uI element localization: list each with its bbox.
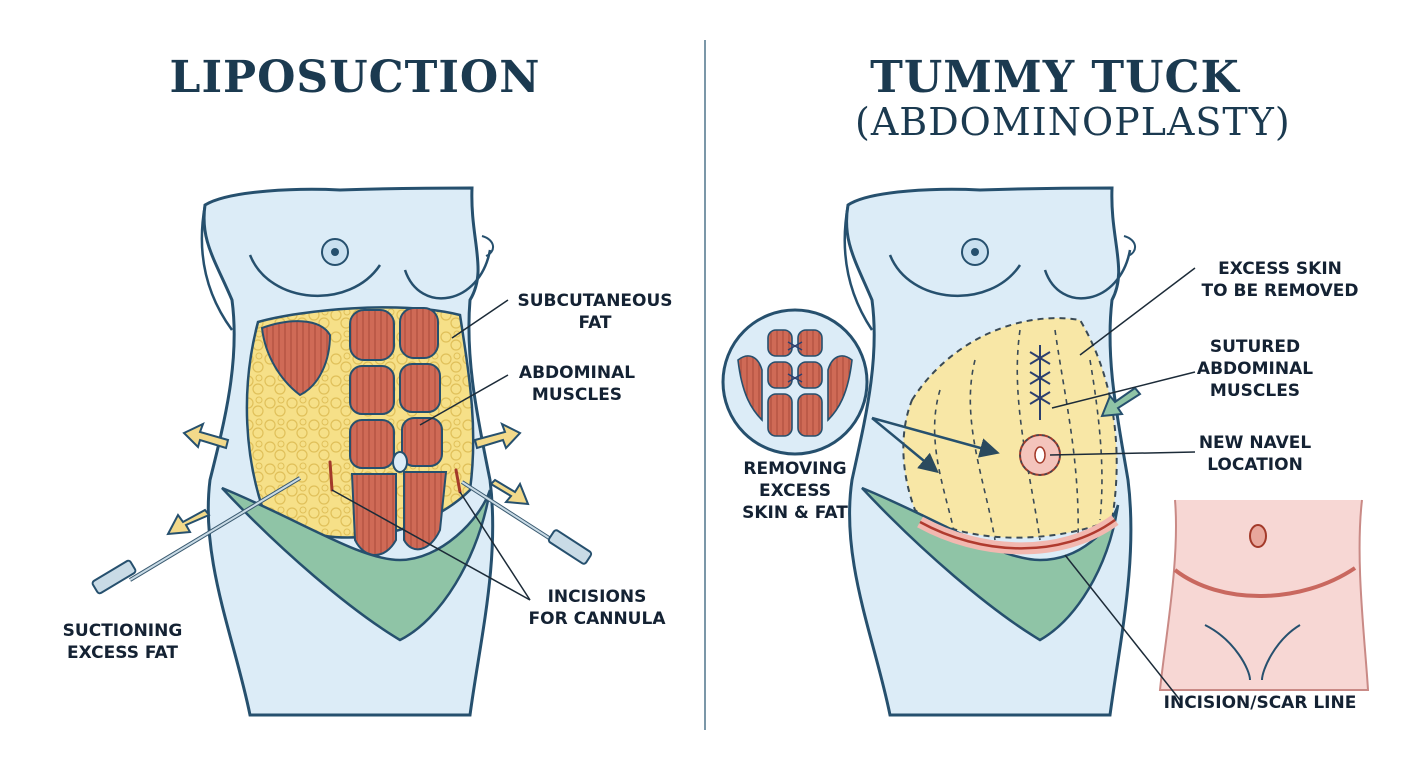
- label-sutured-muscles: SUTURED ABDOMINAL MUSCLES: [1196, 337, 1314, 401]
- liposuction-torso: [200, 186, 495, 717]
- label-excess-skin: EXCESS SKIN TO BE REMOVED: [1201, 259, 1359, 301]
- label-subcutaneous-fat: SUBCUTANEOUS FAT: [517, 291, 673, 333]
- muscle-inset: [721, 308, 869, 456]
- removal-arrows: [1100, 386, 1142, 418]
- suction-arrows: [166, 421, 530, 536]
- abdominoplasty-subtitle: (ABDOMINOPLASTY): [855, 100, 1291, 144]
- liposuction-title: LIPOSUCTION: [169, 52, 541, 103]
- label-incision-scar-line: INCISION/SCAR LINE: [1163, 693, 1357, 713]
- removal-arrow-lines: [871, 416, 1000, 474]
- suture-stitches: [1029, 345, 1051, 420]
- cannula-left: [91, 476, 302, 595]
- tummy-tuck-title: TUMMY TUCK: [870, 52, 1240, 103]
- label-new-navel: NEW NAVEL LOCATION: [1198, 433, 1312, 475]
- cannula-right: [460, 480, 593, 565]
- label-removing-excess: REMOVING EXCESS SKIN & FAT: [742, 459, 848, 523]
- healed-result-inset: [1158, 498, 1370, 715]
- label-abdominal-muscles: ABDOMINAL MUSCLES: [518, 363, 636, 405]
- label-incisions-for-cannula: INCISIONS FOR CANNULA: [528, 587, 666, 629]
- label-suctioning-excess-fat: SUCTIONING EXCESS FAT: [62, 621, 183, 663]
